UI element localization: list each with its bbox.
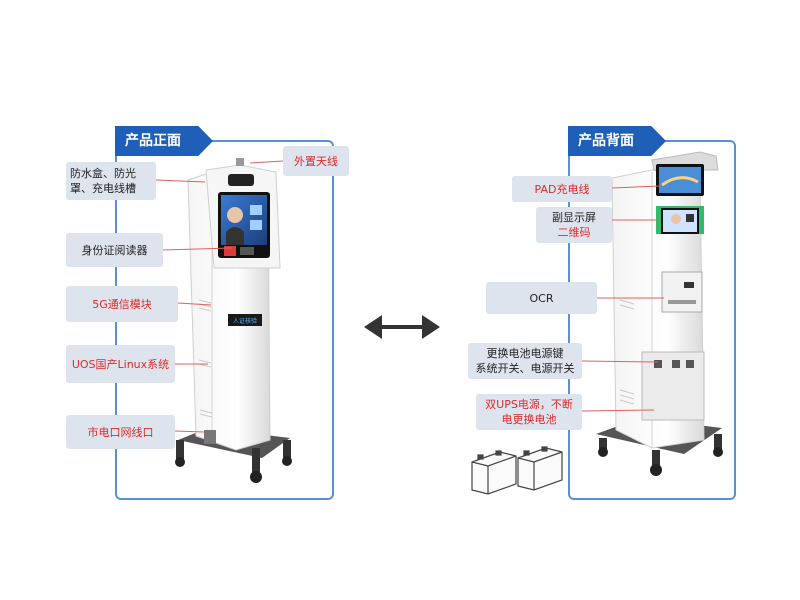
label-external-antenna: 外置天线 <box>283 146 349 176</box>
front-leader-lines <box>155 160 284 433</box>
label-waterproof-box: 防水盒、防光罩、充电线槽 <box>66 162 156 200</box>
label-5g-text: 5G通信模块 <box>92 297 152 311</box>
label-ocr-text: OCR <box>529 291 554 305</box>
label-sub-screen: 副显示屏 二维码 <box>536 207 612 243</box>
back-kiosk <box>596 151 723 476</box>
front-tab: 产品正面 <box>115 126 213 156</box>
back-leader-lines <box>581 185 664 412</box>
label-mains-network: 市电口网线口 <box>66 415 175 449</box>
label-uos-text: UOS国产Linux系统 <box>71 357 170 371</box>
label-5g-module: 5G通信模块 <box>66 286 178 322</box>
label-swap-line1: 更换电池电源键 <box>486 347 564 360</box>
label-ups-line2: 电更换电池 <box>501 413 557 426</box>
label-uos-linux: UOS国产Linux系统 <box>66 345 175 383</box>
label-swap-line2: 系统开关、电源开关 <box>475 362 575 375</box>
battery-icon <box>471 446 563 495</box>
label-pad-text: PAD充电线 <box>534 182 590 196</box>
front-kiosk: 人证核验 <box>175 158 292 483</box>
label-sub-screen-line1: 副显示屏 <box>552 211 596 224</box>
label-sub-screen-line2: 二维码 <box>557 226 591 239</box>
label-mains-text: 市电口网线口 <box>87 425 154 439</box>
back-tab: 产品背面 <box>568 126 666 156</box>
screen-badge: 人证核验 <box>233 317 257 325</box>
label-antenna-text: 外置天线 <box>294 154 338 168</box>
label-dual-ups: 双UPS电源，不断 电更换电池 <box>476 394 582 430</box>
label-idreader-text: 身份证阅读器 <box>81 243 148 257</box>
label-battery-swap: 更换电池电源键 系统开关、电源开关 <box>468 343 582 379</box>
label-ocr: OCR <box>486 282 597 314</box>
double-arrow-icon <box>364 315 440 339</box>
label-waterproof-text: 防水盒、防光罩、充电线槽 <box>70 167 136 195</box>
label-ups-line1: 双UPS电源，不断 <box>485 398 573 411</box>
label-pad-charging: PAD充电线 <box>512 176 612 202</box>
label-id-reader: 身份证阅读器 <box>66 233 163 267</box>
